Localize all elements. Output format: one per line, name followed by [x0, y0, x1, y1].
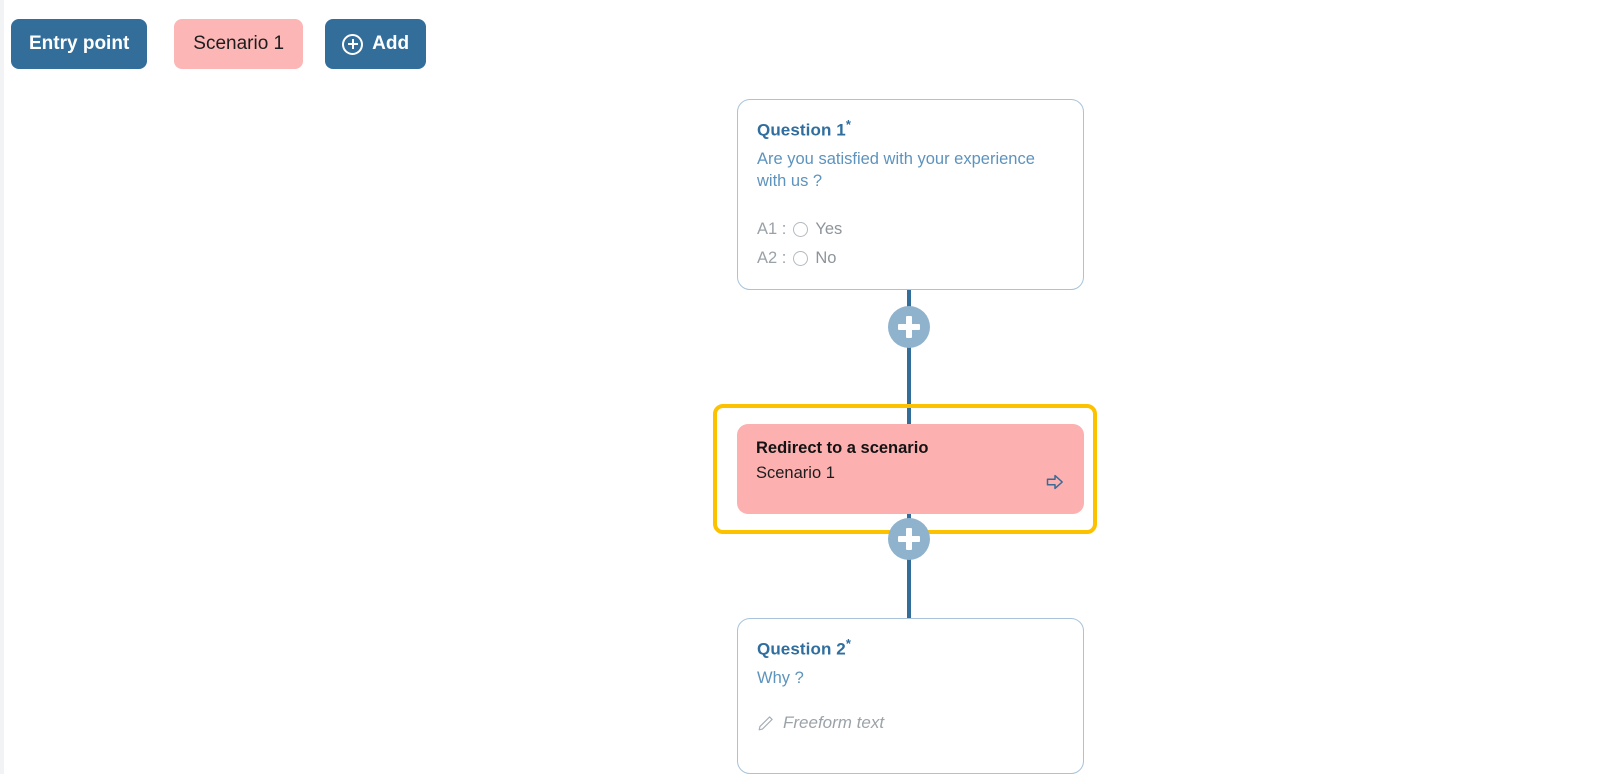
radio-icon[interactable]	[793, 221, 809, 237]
flow-toolbar: Entry point Scenario 1 Add	[0, 0, 1617, 88]
entry-point-label: Entry point	[29, 33, 130, 54]
add-scenario-button[interactable]: Add	[325, 19, 427, 69]
redirect-action-scenario: Scenario 1	[756, 464, 835, 482]
scenario-tab-scenario-1[interactable]: Scenario 1	[174, 19, 304, 69]
entry-point-button[interactable]: Entry point	[11, 19, 148, 69]
question-card-2[interactable]: Question 2* Why ? Freeform text	[737, 618, 1084, 774]
pencil-icon	[757, 715, 774, 732]
arrow-right-outline-icon[interactable]	[1045, 472, 1065, 497]
question-card-1[interactable]: Question 1* Are you satisfied with your …	[737, 99, 1084, 290]
answer-key-a2: A2 :	[757, 248, 787, 267]
radio-icon[interactable]	[793, 250, 809, 266]
plus-circle-icon	[342, 33, 364, 55]
question-1-title-text: Question 1	[757, 120, 846, 140]
flow-canvas[interactable]: Question 1* Are you satisfied with your …	[0, 88, 1617, 774]
freeform-placeholder: Freeform text	[783, 713, 885, 733]
answer-key-a1: A1 :	[757, 219, 787, 238]
answer-label-a2: No	[815, 248, 837, 267]
redirect-action-title: Redirect to a scenario	[756, 439, 929, 457]
add-node-button-2[interactable]	[888, 518, 930, 560]
question-2-text: Why ?	[757, 668, 804, 687]
redirect-action-card[interactable]: Redirect to a scenario Scenario 1	[737, 424, 1084, 514]
question-1-answers: A1 : Yes A2 : No	[757, 215, 1064, 273]
question-1-title: Question 1*	[757, 117, 1064, 141]
left-edge-rail	[0, 0, 4, 774]
required-marker: *	[845, 117, 852, 132]
freeform-text-field[interactable]: Freeform text	[757, 713, 1064, 733]
scenario-tab-label: Scenario 1	[193, 33, 285, 54]
connector-line-1b	[907, 330, 911, 372]
question-1-text: Are you satisfied with your experience w…	[757, 149, 1035, 191]
answer-option-a2[interactable]: A2 : No	[757, 244, 1064, 273]
connector-line-3a	[907, 540, 911, 628]
add-button-label: Add	[372, 33, 410, 54]
add-node-button-1[interactable]	[888, 306, 930, 348]
answer-label-a1: Yes	[815, 219, 843, 238]
answer-option-a1[interactable]: A1 : Yes	[757, 215, 1064, 244]
required-marker: *	[845, 636, 852, 651]
question-2-title: Question 2*	[757, 636, 1064, 660]
question-2-title-text: Question 2	[757, 639, 846, 659]
